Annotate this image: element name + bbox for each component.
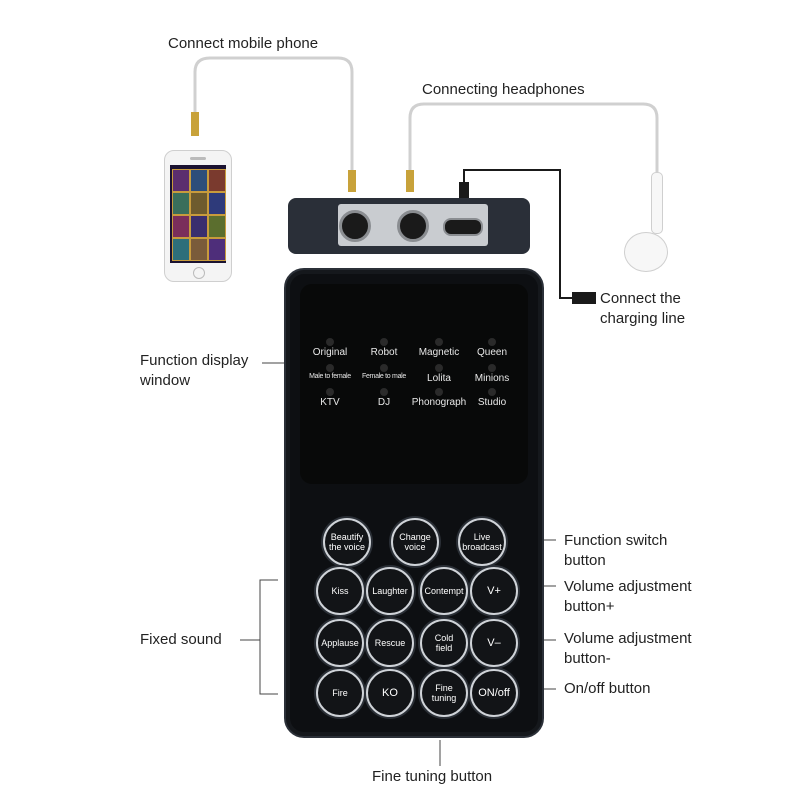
phone-screen bbox=[170, 165, 226, 263]
kiss-button[interactable]: Kiss bbox=[316, 567, 364, 615]
effect-minions: Minions bbox=[462, 364, 522, 384]
callout-volume-up: Volume adjustment button+ bbox=[564, 578, 692, 615]
charging-cable bbox=[463, 169, 572, 299]
on-off-button[interactable]: ON/off bbox=[470, 669, 518, 717]
laughter-button[interactable]: Laughter bbox=[366, 567, 414, 615]
headphone-cable bbox=[408, 102, 659, 172]
effect-dj: DJ bbox=[354, 388, 414, 408]
headphone-jack-port bbox=[397, 210, 429, 242]
callout-fine-tuning-button: Fine tuning button bbox=[372, 768, 493, 785]
phone-home-button bbox=[193, 267, 205, 279]
effect-magnetic: Magnetic bbox=[409, 338, 469, 358]
effect-ktv: KTV bbox=[300, 388, 360, 408]
effect-phonograph: Phonograph bbox=[409, 388, 469, 408]
fire-button[interactable]: Fire bbox=[316, 669, 364, 717]
callout-charging-line: Connect the charging line bbox=[600, 290, 686, 327]
volume-up-button[interactable]: V+ bbox=[470, 567, 518, 615]
effect-robot: Robot bbox=[354, 338, 414, 358]
rescue-button[interactable]: Rescue bbox=[366, 619, 414, 667]
device-plug-1 bbox=[348, 170, 356, 192]
usb-a-plug bbox=[572, 292, 596, 304]
contempt-button[interactable]: Contempt bbox=[420, 567, 468, 615]
function-display-window: Original Robot Magnetic Queen Male to fe… bbox=[300, 284, 528, 484]
callout-fixed-sound: Fixed sound bbox=[140, 631, 222, 648]
effect-male-to-female: Male to female bbox=[300, 364, 360, 380]
effect-lolita: Lolita bbox=[409, 364, 469, 384]
phone-jack-port bbox=[339, 210, 371, 242]
effect-female-to-male: Female to male bbox=[354, 364, 414, 380]
effect-queen: Queen bbox=[462, 338, 522, 358]
volume-down-button[interactable]: V– bbox=[470, 619, 518, 667]
mobile-phone-illustration bbox=[164, 150, 232, 282]
usb-c-port bbox=[443, 218, 483, 236]
sound-card-device: Original Robot Magnetic Queen Male to fe… bbox=[284, 268, 544, 738]
callout-connect-mobile-phone: Connect mobile phone bbox=[168, 35, 319, 52]
effect-original: Original bbox=[300, 338, 360, 358]
fixed-sound-bracket bbox=[259, 579, 278, 695]
device-top-edge bbox=[288, 198, 530, 254]
earphone-icon bbox=[624, 232, 668, 272]
applause-button[interactable]: Applause bbox=[316, 619, 364, 667]
phone-cable bbox=[193, 56, 354, 170]
cold-field-button[interactable]: Cold field bbox=[420, 619, 468, 667]
callout-function-switch-button: Function switch button bbox=[564, 532, 668, 569]
phone-plug bbox=[191, 112, 199, 136]
usb-c-plug bbox=[459, 182, 469, 198]
device-plug-2 bbox=[406, 170, 414, 192]
callout-connecting-headphones: Connecting headphones bbox=[422, 81, 585, 98]
fine-tuning-button[interactable]: Fine tuning bbox=[420, 669, 468, 717]
callout-function-display-window: Function display window bbox=[140, 352, 249, 389]
callout-on-off-button: On/off button bbox=[564, 680, 651, 697]
phone-speaker bbox=[190, 157, 206, 160]
callout-volume-down: Volume adjustment button- bbox=[564, 630, 692, 667]
ko-button[interactable]: KO bbox=[366, 669, 414, 717]
effect-studio: Studio bbox=[462, 388, 522, 408]
earphone-stem bbox=[651, 172, 663, 234]
